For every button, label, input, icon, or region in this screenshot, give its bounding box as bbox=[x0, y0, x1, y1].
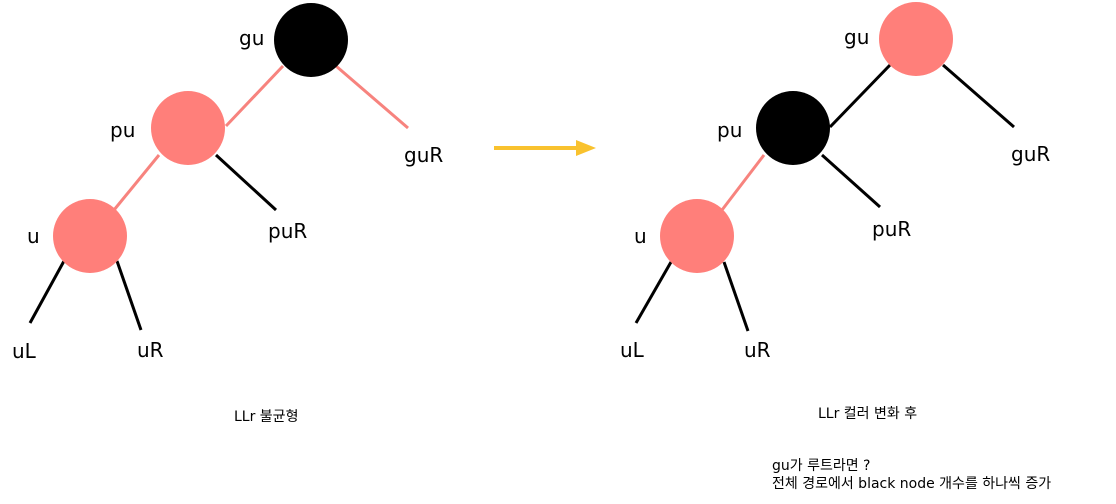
left-label-guR: guR bbox=[404, 143, 443, 167]
right-node-gu bbox=[879, 2, 953, 76]
left-label-uR: uR bbox=[137, 338, 164, 362]
right-label-gu: gu bbox=[844, 25, 869, 49]
left-tree: gu pu u guR puR uL uR LLr 불균형 bbox=[12, 3, 443, 425]
right-edge-gu-guR bbox=[942, 63, 1015, 129]
left-edge-u-uR bbox=[115, 260, 143, 331]
note-line-2: 전체 경로에서 black node 개수를 하나씩 증가 bbox=[772, 476, 1051, 492]
left-label-puR: puR bbox=[268, 219, 307, 243]
left-edge-pu-u bbox=[112, 154, 161, 211]
right-edge-u-uR bbox=[722, 261, 750, 332]
left-label-u: u bbox=[27, 224, 40, 248]
left-label-uL: uL bbox=[12, 339, 37, 363]
note-line-1: gu가 루트라면 ? bbox=[772, 458, 871, 474]
arrow-head bbox=[576, 140, 596, 156]
right-label-u: u bbox=[634, 224, 647, 248]
left-edge-gu-pu bbox=[224, 64, 285, 128]
left-label-pu: pu bbox=[110, 118, 135, 142]
right-label-uR: uR bbox=[744, 338, 771, 362]
right-edge-gu-pu bbox=[828, 63, 892, 129]
right-caption: LLr 컬러 변화 후 bbox=[818, 406, 917, 422]
left-node-u bbox=[53, 199, 127, 273]
right-label-guR: guR bbox=[1011, 142, 1050, 166]
left-node-pu bbox=[151, 91, 225, 165]
right-tree: gu pu u guR puR uL uR LLr 컬러 변화 후 bbox=[620, 2, 1050, 422]
right-edge-u-uL bbox=[634, 261, 673, 324]
right-edge-pu-u bbox=[720, 154, 766, 211]
left-edge-pu-puR bbox=[214, 153, 278, 212]
left-node-gu bbox=[274, 3, 348, 77]
right-node-pu bbox=[756, 91, 830, 165]
transition-arrow bbox=[494, 140, 596, 156]
right-edge-pu-puR bbox=[820, 153, 882, 209]
left-edge-gu-guR bbox=[335, 64, 409, 130]
notes: gu가 루트라면 ? 전체 경로에서 black node 개수를 하나씩 증가 bbox=[772, 458, 1051, 492]
right-label-uL: uL bbox=[620, 338, 645, 362]
right-node-u bbox=[660, 199, 734, 273]
left-label-gu: gu bbox=[239, 26, 264, 50]
right-label-puR: puR bbox=[872, 217, 911, 241]
left-caption: LLr 불균형 bbox=[234, 409, 298, 425]
left-edge-u-uL bbox=[28, 260, 66, 324]
right-label-pu: pu bbox=[717, 118, 742, 142]
